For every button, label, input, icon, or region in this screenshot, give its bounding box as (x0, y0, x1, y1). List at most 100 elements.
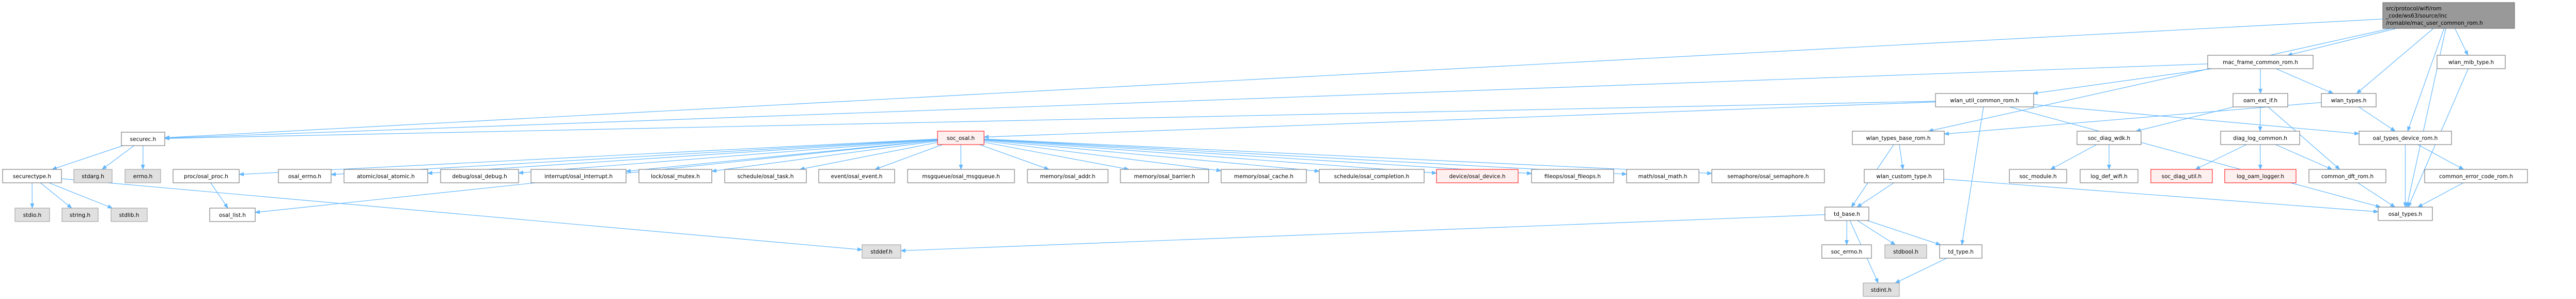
node-osal-semaphore[interactable]: semaphore/osal_semaphore.h (1711, 169, 1825, 183)
node-soc-diag-wdk[interactable]: soc_diag_wdk.h (2077, 131, 2142, 145)
node-box (2009, 169, 2067, 183)
node-securec[interactable]: securec.h (121, 132, 165, 146)
node-osal-event[interactable]: event/osal_event.h (818, 169, 895, 183)
node-label: soc_errno.h (1831, 249, 1863, 255)
node-box (2207, 55, 2314, 69)
node-string[interactable]: string.h (61, 208, 99, 222)
node-wlan-mib-type[interactable]: wlan_mib_type.h (2437, 55, 2506, 69)
node-wlan-types[interactable]: wlan_types.h (2321, 93, 2377, 107)
edge-soc-osal-to-osal-event (874, 144, 943, 170)
node-osal-atomic[interactable]: atomic/osal_atomic.h (344, 169, 428, 183)
node-box (111, 208, 148, 222)
node-label: src/protocol/wifi/rom (2386, 6, 2442, 12)
node-securectype[interactable]: securectype.h (2, 169, 62, 183)
node-osal-errno[interactable]: osal_errno.h (278, 169, 332, 183)
node-label: oal_types_device_rom.h (2373, 135, 2438, 141)
node-wlan-custom-type[interactable]: wlan_custom_type.h (1864, 169, 1944, 183)
node-label: event/osal_event.h (831, 174, 883, 180)
node-label: device/osal_device.h (1449, 174, 1505, 180)
node-stdio[interactable]: stdio.h (14, 208, 50, 222)
edge-td-base-to-stdbool (1857, 220, 1896, 245)
node-box (124, 169, 161, 183)
node-td-type[interactable]: td_type.h (1939, 244, 1982, 259)
edge-oam-ext-if-to-common-dft-rom (2268, 106, 2340, 170)
node-osal-fileops[interactable]: fileops/osal_fileops.h (1531, 169, 1614, 183)
node-osal-msgqueue[interactable]: msgqueue/osal_msgqueue.h (907, 169, 1015, 183)
node-diag-log-common[interactable]: diag_log_common.h (2220, 131, 2300, 145)
node-label: mac_frame_common_rom.h (2223, 59, 2298, 66)
node-mac-frame[interactable]: mac_frame_common_rom.h (2207, 55, 2314, 69)
node-soc-errno[interactable]: soc_errno.h (1821, 244, 1872, 259)
edge-securec-to-stdarg (101, 145, 134, 170)
node-osal-interrupt[interactable]: interrupt/osal_interrupt.h (530, 169, 627, 183)
node-label: semaphore/osal_semaphore.h (1727, 174, 1809, 180)
node-box (1884, 244, 1927, 259)
node-label: td_base.h (1834, 211, 1860, 217)
node-box (638, 169, 712, 183)
edge-soc-osal-to-osal-task (799, 142, 938, 171)
node-stdint[interactable]: stdint.h (1863, 282, 1900, 297)
edge-soc-osal-to-osal-completion (983, 139, 1320, 173)
node-common-error-code-rom[interactable]: common_error_code_rom.h (2424, 169, 2528, 183)
node-label: fileops/osal_fileops.h (1544, 174, 1601, 180)
node-osal-proc[interactable]: proc/osal_proc.h (173, 169, 240, 183)
nodes-layer: src/protocol/wifi/rom_code/ws63/source/i… (2, 2, 2528, 297)
node-label: common_error_code_rom.h (2439, 174, 2513, 180)
node-soc-osal[interactable]: soc_osal.h (937, 131, 985, 145)
node-label: stdio.h (23, 212, 41, 218)
node-box (61, 208, 99, 222)
edge-soc-osal-to-osal-interrupt (626, 139, 938, 173)
node-log-def-wifi[interactable]: log_def_wifi.h (2080, 169, 2138, 183)
edge-soc-osal-to-osal-cache (983, 140, 1222, 172)
node-osal-math[interactable]: math/osal_math.h (1626, 169, 1699, 183)
node-root[interactable]: src/protocol/wifi/rom_code/ws63/source/i… (2382, 2, 2515, 29)
node-osal-cache[interactable]: memory/osal_cache.h (1221, 169, 1307, 183)
node-osal-list[interactable]: osal_list.h (209, 208, 256, 222)
node-osal-types[interactable]: osal_types.h (2378, 207, 2433, 221)
edge-mac-frame-to-securec (164, 64, 2208, 140)
node-log-oam-logger[interactable]: log_oam_logger.h (2224, 169, 2297, 183)
node-label: /romable/mac_user_common_rom.h (2386, 20, 2483, 26)
edge-wlan-types-to-wlan-types-base (1944, 102, 2322, 136)
node-label: stddef.h (870, 249, 892, 255)
node-osal-addr[interactable]: memory/osal_addr.h (1027, 169, 1109, 183)
edge-oal-types-device-to-common-error-code-rom (2417, 144, 2464, 170)
edge-securectype-to-stddef (61, 178, 863, 251)
node-box (2232, 93, 2288, 107)
node-box (1221, 169, 1307, 183)
node-errno[interactable]: errno.h (124, 169, 161, 183)
edge-root-to-mac-frame (2287, 28, 2397, 56)
node-osal-completion[interactable]: schedule/osal_completion.h (1319, 169, 1425, 183)
node-label: _code/ws63/source/inc (2385, 13, 2447, 19)
node-osal-debug[interactable]: debug/osal_debug.h (440, 169, 519, 183)
edge-diag-log-common-to-common-dft-rom (2275, 144, 2333, 170)
node-stdarg[interactable]: stdarg.h (73, 169, 113, 183)
node-oal-types-device[interactable]: oal_types_device_rom.h (2359, 131, 2452, 145)
node-osal-mutex[interactable]: lock/osal_mutex.h (638, 169, 712, 183)
edge-securectype-to-stdlib (49, 182, 113, 209)
node-label: securec.h (130, 136, 157, 143)
node-soc-module[interactable]: soc_module.h (2009, 169, 2067, 183)
node-osal-device[interactable]: device/osal_device.h (1436, 169, 1519, 183)
node-box (2359, 131, 2452, 145)
node-box (862, 244, 901, 259)
node-box (1319, 169, 1425, 183)
node-stdbool[interactable]: stdbool.h (1884, 244, 1927, 259)
node-box (818, 169, 895, 183)
node-stddef[interactable]: stddef.h (862, 244, 901, 259)
node-box (73, 169, 113, 183)
node-wlan-util[interactable]: wlan_util_common_rom.h (1935, 93, 2034, 107)
node-wlan-types-base[interactable]: wlan_types_base_rom.h (1852, 131, 1945, 145)
node-osal-barrier[interactable]: memory/osal_barrier.h (1120, 169, 1209, 183)
node-oam-ext-if[interactable]: oam_ext_if.h (2232, 93, 2288, 107)
node-td-base[interactable]: td_base.h (1824, 207, 1869, 221)
node-box (173, 169, 240, 183)
node-box (2424, 169, 2528, 183)
node-stdlib[interactable]: stdlib.h (111, 208, 148, 222)
edge-wlan-types-to-oal-types-device (2359, 106, 2396, 132)
node-label: msgqueue/osal_msgqueue.h (922, 174, 1000, 180)
node-osal-task[interactable]: schedule/osal_task.h (724, 169, 807, 183)
node-soc-diag-util[interactable]: soc_diag_util.h (2150, 169, 2213, 183)
node-label: math/osal_math.h (1638, 174, 1688, 180)
node-common-dft-rom[interactable]: common_dft_rom.h (2308, 169, 2386, 183)
